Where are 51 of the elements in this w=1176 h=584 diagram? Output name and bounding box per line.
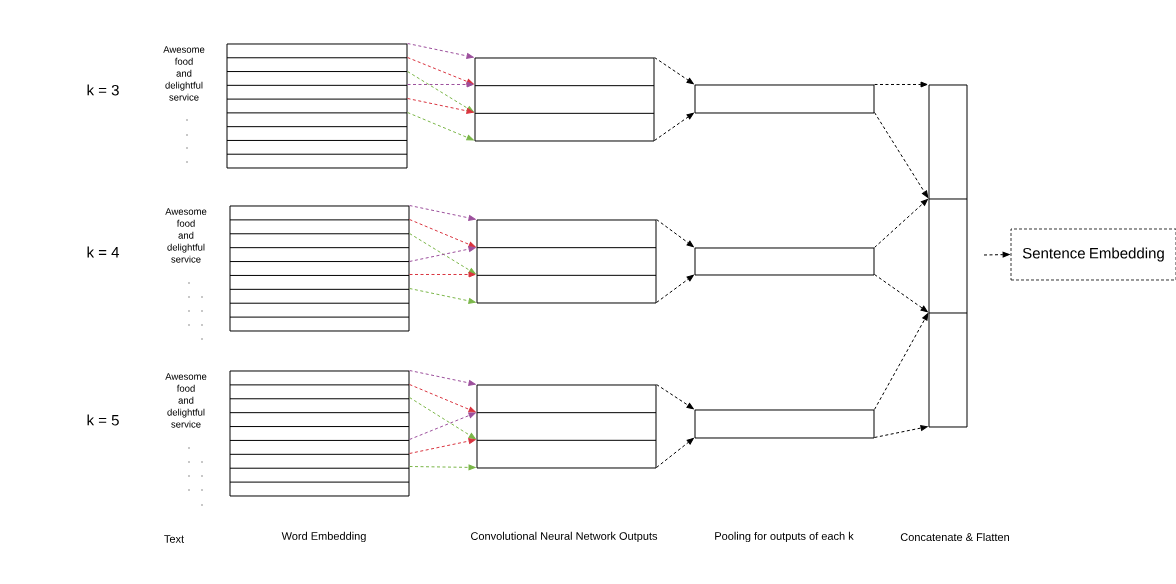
column-label: Convolutional Neural Network Outputs xyxy=(471,531,658,543)
word-list: Awesome food and delightful service xyxy=(163,46,205,101)
arrow xyxy=(407,43,474,59)
arrow xyxy=(409,384,476,413)
embedding-matrix xyxy=(226,43,408,169)
embedding-matrix xyxy=(229,205,410,332)
arrow xyxy=(409,412,476,440)
arrow xyxy=(874,313,929,410)
arrow xyxy=(656,437,694,468)
arrow xyxy=(409,288,476,304)
column-label: Word Embedding xyxy=(281,531,366,543)
arrow xyxy=(409,233,476,275)
arrow xyxy=(656,219,694,248)
row-label: k = 5 xyxy=(87,414,119,426)
arrow xyxy=(409,205,476,221)
arrow xyxy=(874,425,928,438)
word-list: Awesome food and delightful service xyxy=(165,208,207,263)
output-matrix xyxy=(474,57,655,142)
arrow xyxy=(874,198,928,248)
row-label: k = 3 xyxy=(87,84,119,96)
word-list: Awesome food and delightful service xyxy=(165,373,207,428)
column-label: Pooling for outputs of each k xyxy=(715,531,854,543)
column-label: Text xyxy=(164,535,184,543)
embedding-matrix xyxy=(229,370,410,497)
row-label: k = 4 xyxy=(87,246,120,258)
arrow xyxy=(874,81,928,88)
arrow xyxy=(409,397,476,440)
output-matrix xyxy=(476,219,657,304)
arrow xyxy=(409,271,476,278)
column-label: Concatenate & Flatten xyxy=(900,532,1009,542)
arrow xyxy=(407,98,474,114)
concatenated-vector xyxy=(928,84,968,428)
arrow xyxy=(407,112,474,141)
arrow xyxy=(656,274,694,303)
arrow xyxy=(654,112,694,141)
arrow xyxy=(409,438,476,454)
arrow xyxy=(656,384,694,410)
arrow xyxy=(407,81,474,88)
output-matrix xyxy=(476,384,657,469)
arrow xyxy=(409,219,476,248)
arrow xyxy=(409,464,476,471)
pooling-box xyxy=(694,247,875,276)
arrow xyxy=(874,274,928,313)
pooling-box xyxy=(694,84,875,114)
arrow xyxy=(409,370,476,386)
arrow xyxy=(874,112,929,198)
arrow xyxy=(654,57,694,85)
pooling-box xyxy=(694,409,875,439)
output-box: Sentence Embedding xyxy=(1010,228,1176,281)
arrow xyxy=(983,251,1010,258)
arrow xyxy=(409,246,476,262)
